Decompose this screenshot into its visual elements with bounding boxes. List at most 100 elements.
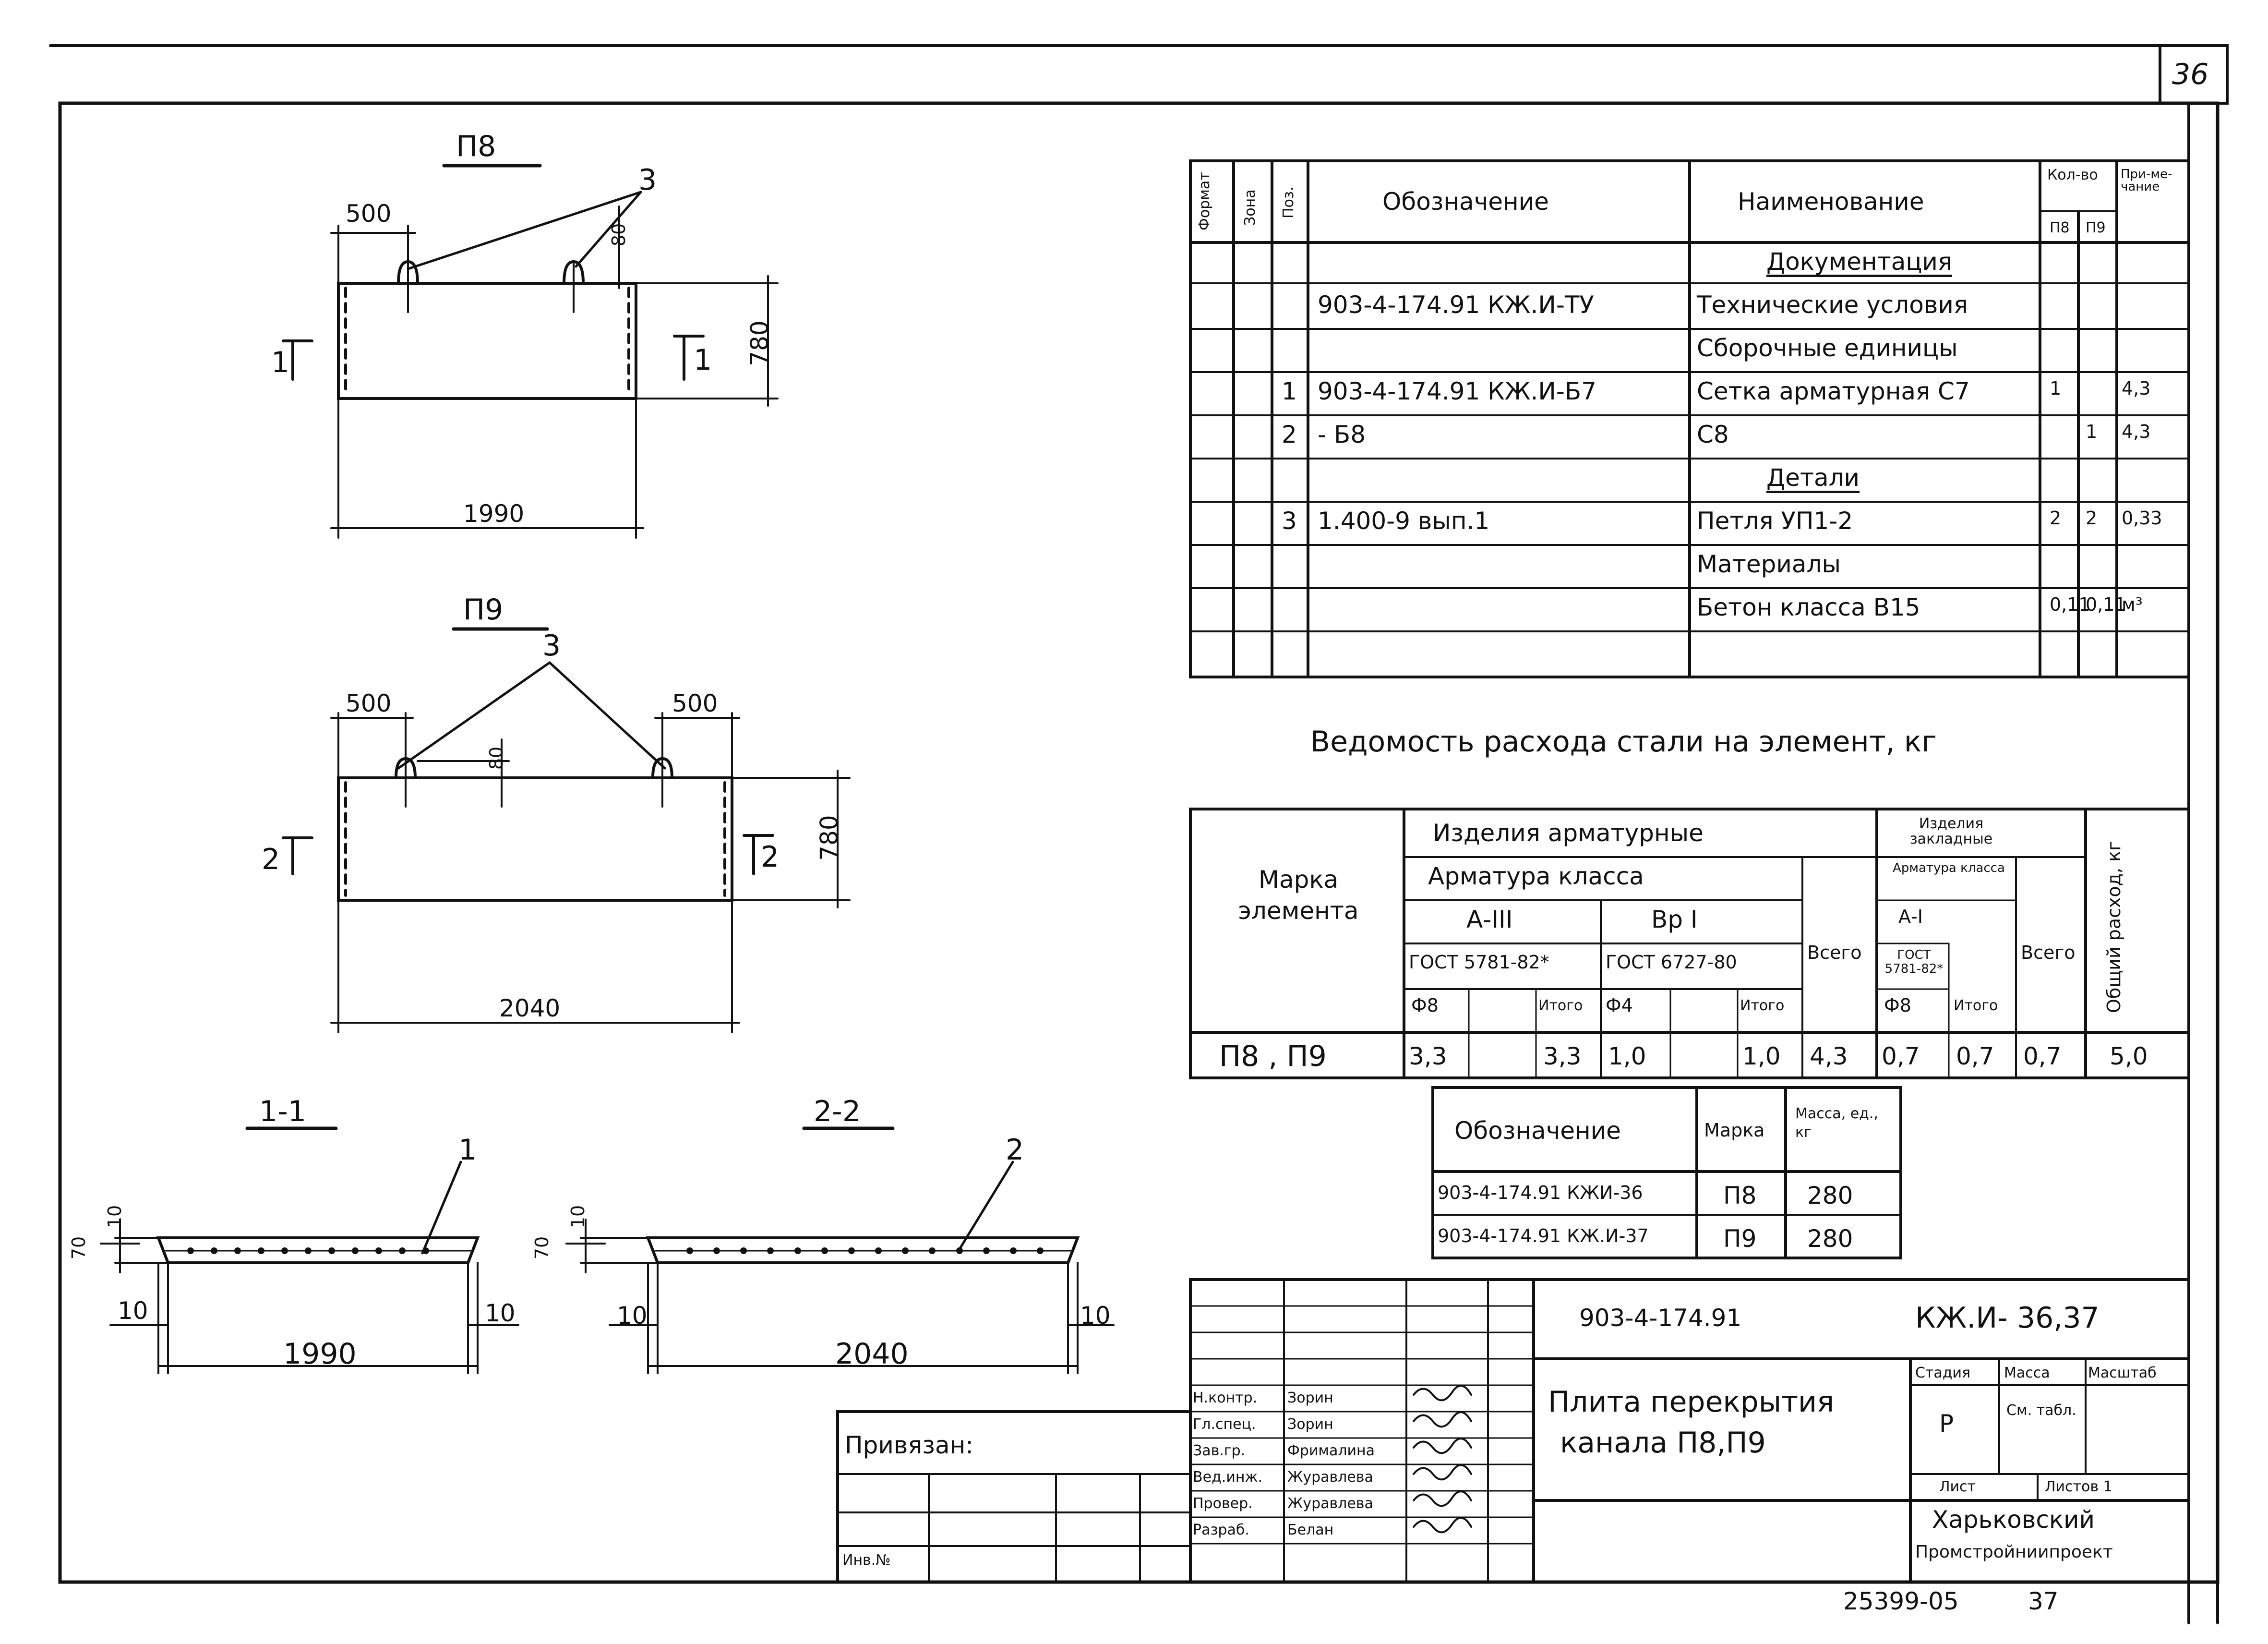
spec-note: 4,3 [2122, 378, 2151, 399]
bound-label: Привязан: [845, 1431, 974, 1459]
spec-h-pos: Поз. [1280, 186, 1297, 218]
doc-code: КЖ.И- 36,37 [1915, 1301, 2100, 1335]
steel-all1: 4,3 [1810, 1042, 1848, 1070]
section-2-2-dim-top: 10 [567, 1205, 589, 1229]
spec-h-qty-p8: П8 [2050, 219, 2070, 236]
steel-h-common: Общий расход, кг [2103, 841, 2124, 1013]
spec-name: С8 [1697, 421, 1729, 448]
stamp-role: Разраб. [1193, 1522, 1249, 1538]
project-code: 903-4-174.91 [1579, 1304, 1742, 1332]
p8-section-right: 1 [694, 343, 712, 377]
steel-table-grid [1189, 808, 2190, 1079]
stamp-role: Н.контр. [1193, 1390, 1258, 1406]
inv-label: Инв.№ [842, 1552, 891, 1569]
spec-p9: 0,11 [2086, 594, 2126, 615]
steel-h-f4: Ф4 [1606, 995, 1633, 1016]
rebar-dot [740, 1247, 747, 1254]
spec-h-qty: Кол-во [2047, 167, 2098, 183]
section-2-2-dim-length: 2040 [835, 1337, 909, 1371]
rebar-dot [375, 1247, 382, 1254]
spec-designation: - Б8 [1318, 421, 1366, 448]
scale-header: Масштаб [2088, 1365, 2157, 1381]
steel-h-mark: Марка элемента [1238, 866, 1359, 925]
stamp-name: Зорин [1287, 1416, 1333, 1433]
steel-h-rebar-products: Изделия арматурные [1433, 819, 1704, 847]
rebar-dot [713, 1247, 720, 1254]
steel-total-a: 3,3 [1543, 1042, 1582, 1070]
archive-number: 25399-05 [1843, 1587, 1959, 1615]
stamp-name: Белан [1287, 1522, 1334, 1538]
p9-dim-2040: 2040 [499, 994, 561, 1022]
p9-section-right: 2 [761, 840, 780, 874]
mass-value: См. табл. [2006, 1402, 2076, 1419]
title-line-1: Плита перекрытия [1548, 1385, 1835, 1419]
rebar-dot [258, 1247, 264, 1254]
section-1-1-dim-h: 70 [68, 1236, 90, 1260]
p9-callout: 3 [542, 629, 561, 663]
section-2-2-title: 2-2 [814, 1095, 861, 1128]
spec-p8: 1 [2050, 378, 2062, 399]
spec-h-designation: Обозначение [1382, 188, 1549, 216]
steel-h-emb-f8: Ф8 [1884, 995, 1911, 1016]
rebar-dot [875, 1247, 882, 1254]
stamp-name: Журавлева [1287, 1469, 1373, 1486]
rebar-dot [211, 1247, 217, 1254]
p8-section-left: 1 [271, 346, 290, 379]
spec-note: 4,3 [2122, 421, 2151, 442]
rebar-dot [956, 1247, 963, 1254]
stamp-role: Вед.инж. [1193, 1469, 1262, 1486]
sheets-header: Листов 1 [2045, 1478, 2112, 1495]
p8-dim-80: 80 [608, 223, 630, 247]
p9-dim-500-left: 500 [346, 689, 392, 717]
products-h-mark: Марка [1704, 1120, 1765, 1141]
spec-designation: 903-4-174.91 КЖ.И-Б7 [1318, 377, 1596, 405]
section-1-1-dim-length: 1990 [283, 1337, 357, 1371]
product-mass: 280 [1807, 1182, 1853, 1209]
title-line-2: канала П8,П9 [1560, 1426, 1766, 1460]
products-h-mass: Масса, ед., кг [1795, 1105, 1878, 1141]
rebar-dot [422, 1247, 429, 1254]
steel-h-emb-total: Итого [1954, 997, 1998, 1014]
spec-name: Бетон класса В15 [1697, 593, 1920, 621]
rebar-dot [767, 1247, 774, 1254]
spec-pos: 2 [1282, 421, 1297, 448]
steel-emb-total: 0,7 [1956, 1042, 1994, 1070]
section-1-1-title: 1-1 [259, 1095, 306, 1128]
spec-p8: 0,11 [2050, 594, 2090, 615]
steel-h-all2: Всего [2021, 942, 2076, 963]
p8-dim-780: 780 [745, 320, 774, 366]
rebar-dot [281, 1247, 288, 1254]
steel-h-gost-bp1: ГОСТ 6727-80 [1606, 952, 1737, 973]
spec-note: 0,33 [2122, 508, 2162, 529]
spec-designation: 903-4-174.91 КЖ.И-ТУ [1318, 291, 1594, 319]
section-1-1-dim-left: 10 [118, 1297, 148, 1325]
p8-callout: 3 [638, 163, 657, 197]
sheet-number-box [2159, 44, 2229, 105]
rebar-dot [794, 1247, 801, 1254]
steel-h-embedded: Изделия закладные [1909, 815, 1993, 847]
product-mark: П9 [1723, 1225, 1757, 1253]
rebar-dot [848, 1247, 855, 1254]
steel-total-b: 1,0 [1742, 1042, 1781, 1070]
section-2-2-dim-left: 10 [617, 1302, 648, 1330]
product-designation: 903-4-174.91 КЖ.И-37 [1438, 1225, 1649, 1246]
steel-h-all1: Всего [1807, 942, 1862, 963]
section-2-2-callout: 2 [1006, 1133, 1024, 1167]
spec-name: Документация [1766, 248, 1952, 276]
p9-dim-500-right: 500 [672, 689, 718, 717]
sheet-header: Лист [1939, 1478, 1976, 1495]
p8-title: П8 [456, 130, 496, 163]
spec-pos: 3 [1282, 507, 1297, 535]
spec-h-zone: Зона [1242, 189, 1259, 226]
section-2-2-dim-h: 70 [531, 1236, 553, 1260]
steel-f8: 3,3 [1409, 1042, 1447, 1070]
org-line-2: Промстройниипроект [1915, 1542, 2113, 1562]
section-1-1-dim-right: 10 [485, 1299, 516, 1327]
steel-h-emb-a1: А-I [1898, 906, 1923, 927]
products-table-grid [1431, 1086, 1902, 1259]
steel-common: 5,0 [2110, 1042, 2148, 1070]
product-designation: 903-4-174.91 КЖИ-36 [1438, 1182, 1643, 1203]
stamp-role: Провер. [1193, 1495, 1253, 1512]
section-2-2 [565, 1126, 1115, 1374]
